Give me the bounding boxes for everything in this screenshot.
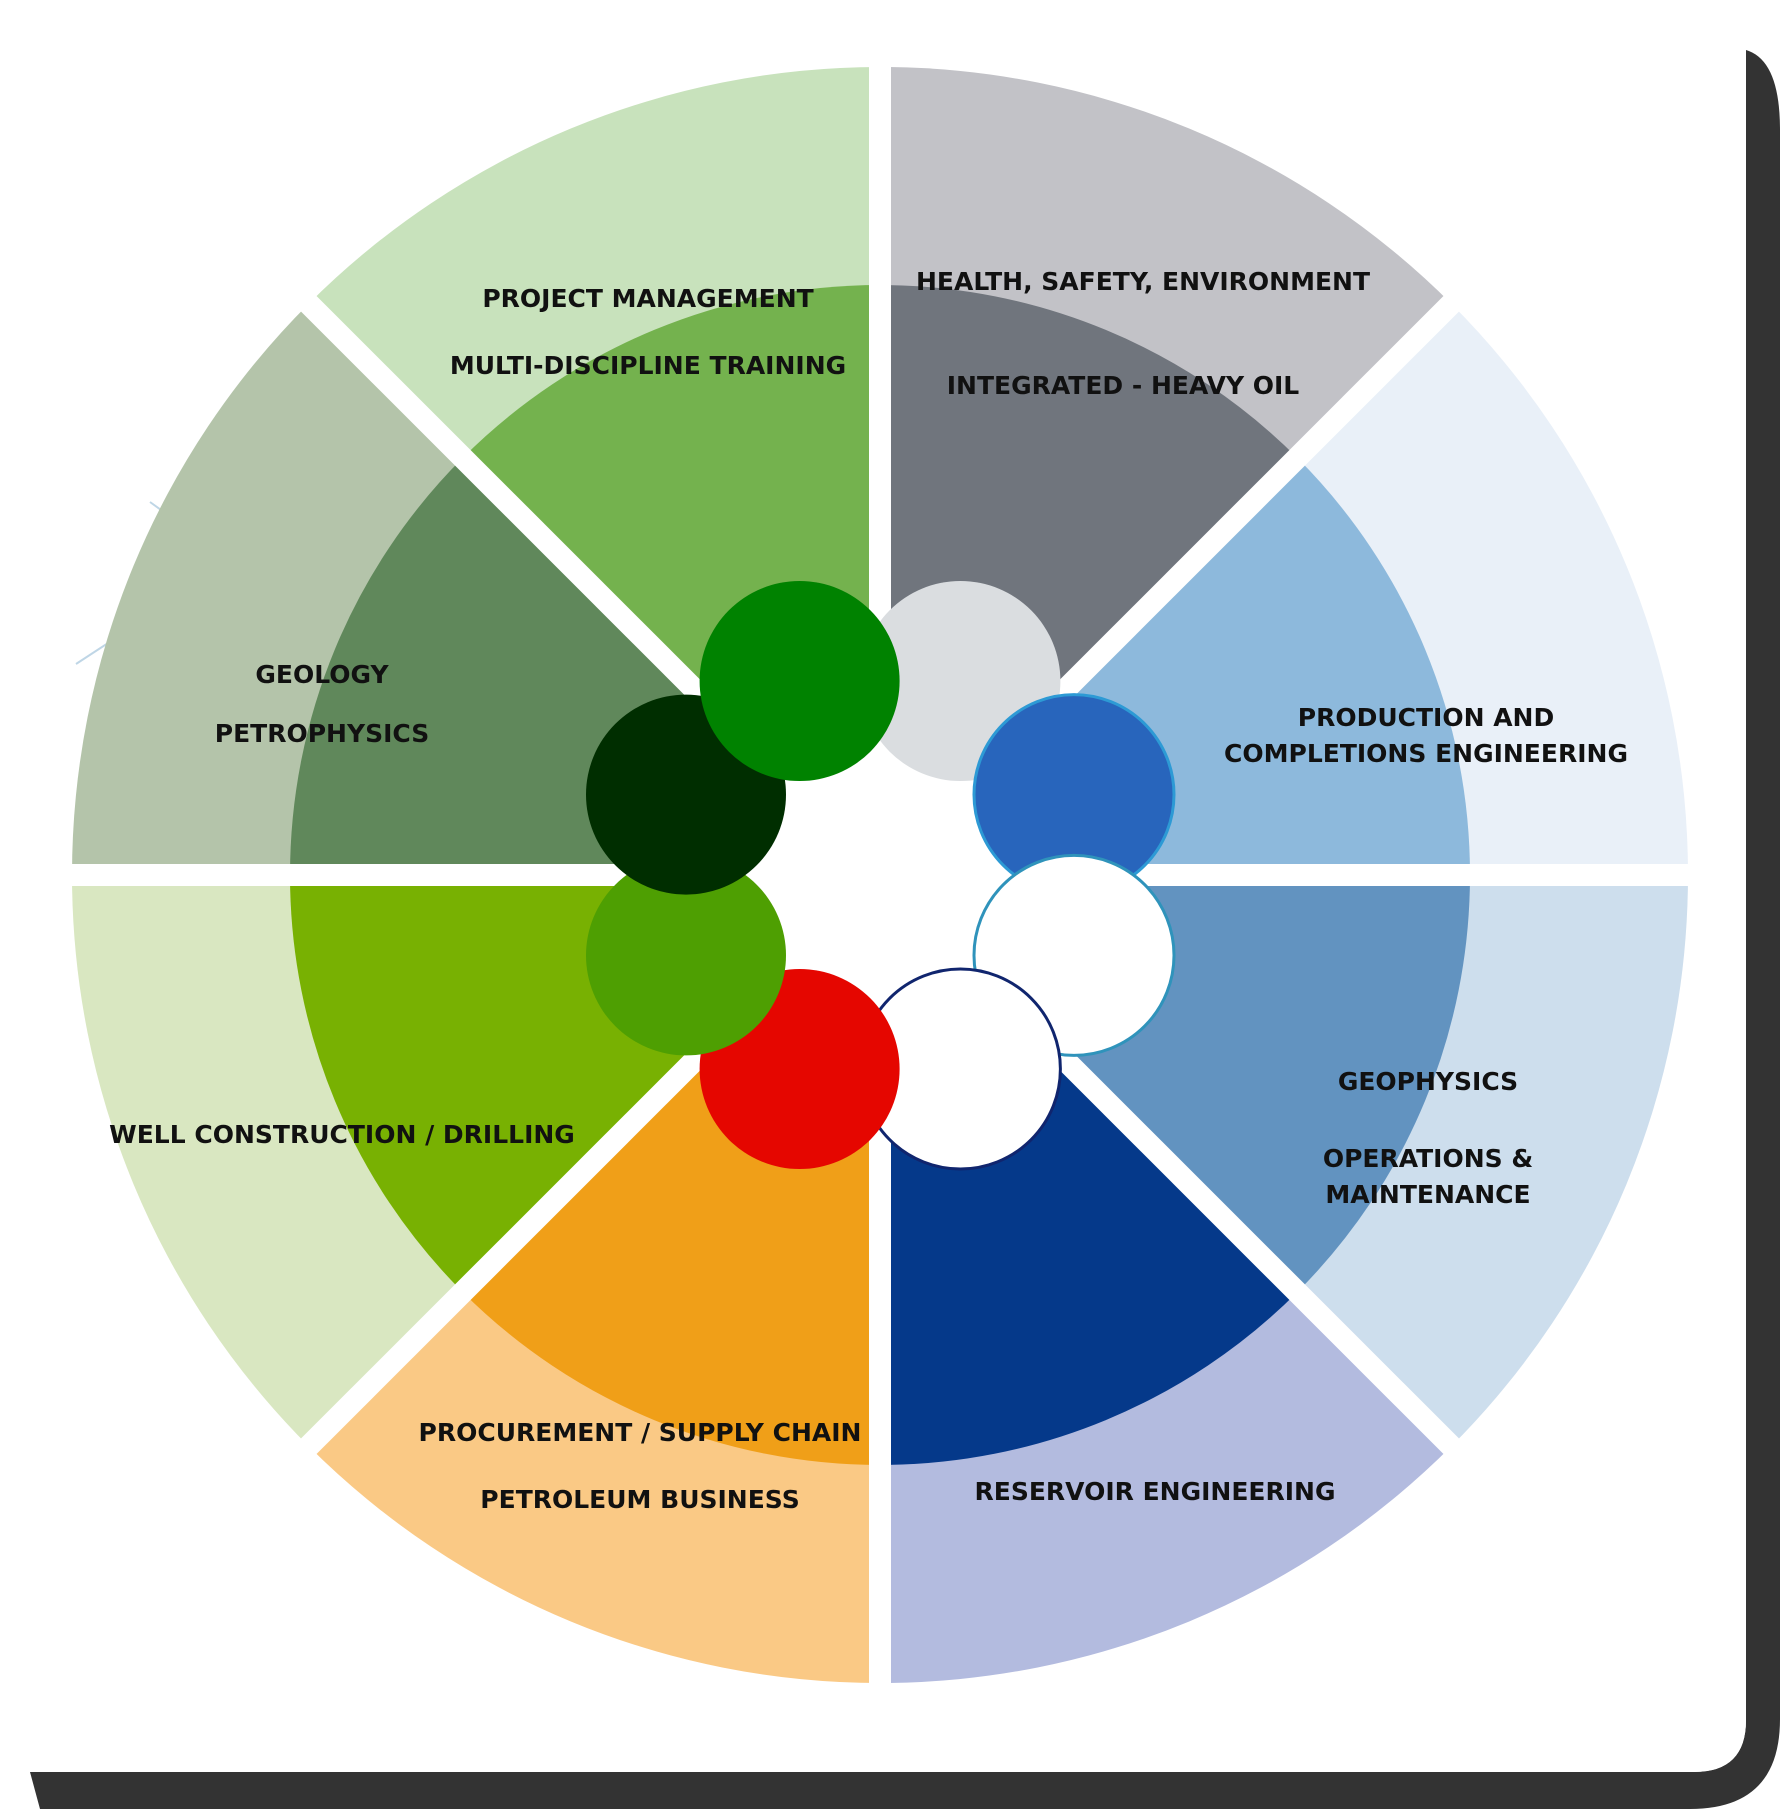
segment-circle-well-construction-drilling: [586, 855, 786, 1056]
label-line: GEOPHYSICS: [1338, 1067, 1518, 1096]
label-line: MAINTENANCE: [1325, 1180, 1530, 1209]
label-production-completions: PRODUCTION AND COMPLETIONS ENGINEERING: [1224, 703, 1628, 768]
label-procurement-petroleum-business: PROCUREMENT / SUPPLY CHAIN PETROLEUM BUS…: [419, 1418, 862, 1514]
label-geophysics-operations: GEOPHYSICS OPERATIONS & MAINTENANCE: [1323, 1067, 1533, 1209]
segment-circles: [586, 581, 1176, 1171]
label-line: HEALTH, SAFETY, ENVIRONMENT: [916, 267, 1370, 296]
label-line: COMPLETIONS ENGINEERING: [1224, 739, 1628, 768]
label-line: PRODUCTION AND: [1298, 703, 1554, 732]
segment-gaps: [62, 57, 1698, 1693]
label-geology-petrophysics: GEOLOGY PETROPHYSICS: [215, 660, 429, 748]
label-line: INTEGRATED - HEAVY OIL: [947, 371, 1300, 400]
label-reservoir-engineering: RESERVOIR ENGINEERING: [975, 1477, 1336, 1506]
segment-circle-project-management-training: [699, 581, 900, 781]
label-line: WELL CONSTRUCTION / DRILLING: [109, 1120, 575, 1149]
label-line: PETROLEUM BUSINESS: [480, 1485, 799, 1514]
label-line: PROCUREMENT / SUPPLY CHAIN: [419, 1418, 862, 1447]
label-line: MULTI-DISCIPLINE TRAINING: [450, 351, 846, 380]
label-line: RESERVOIR ENGINEERING: [975, 1477, 1336, 1506]
label-line: OPERATIONS &: [1323, 1144, 1533, 1173]
label-project-management-training: PROJECT MANAGEMENT MULTI-DISCIPLINE TRAI…: [450, 284, 846, 380]
label-health-safety-environment: HEALTH, SAFETY, ENVIRONMENT INTEGRATED -…: [916, 267, 1370, 400]
label-line: PROJECT MANAGEMENT: [482, 284, 813, 313]
label-line: GEOLOGY: [255, 660, 389, 689]
label-line: PETROPHYSICS: [215, 719, 429, 748]
label-well-construction-drilling: WELL CONSTRUCTION / DRILLING: [109, 1120, 575, 1149]
